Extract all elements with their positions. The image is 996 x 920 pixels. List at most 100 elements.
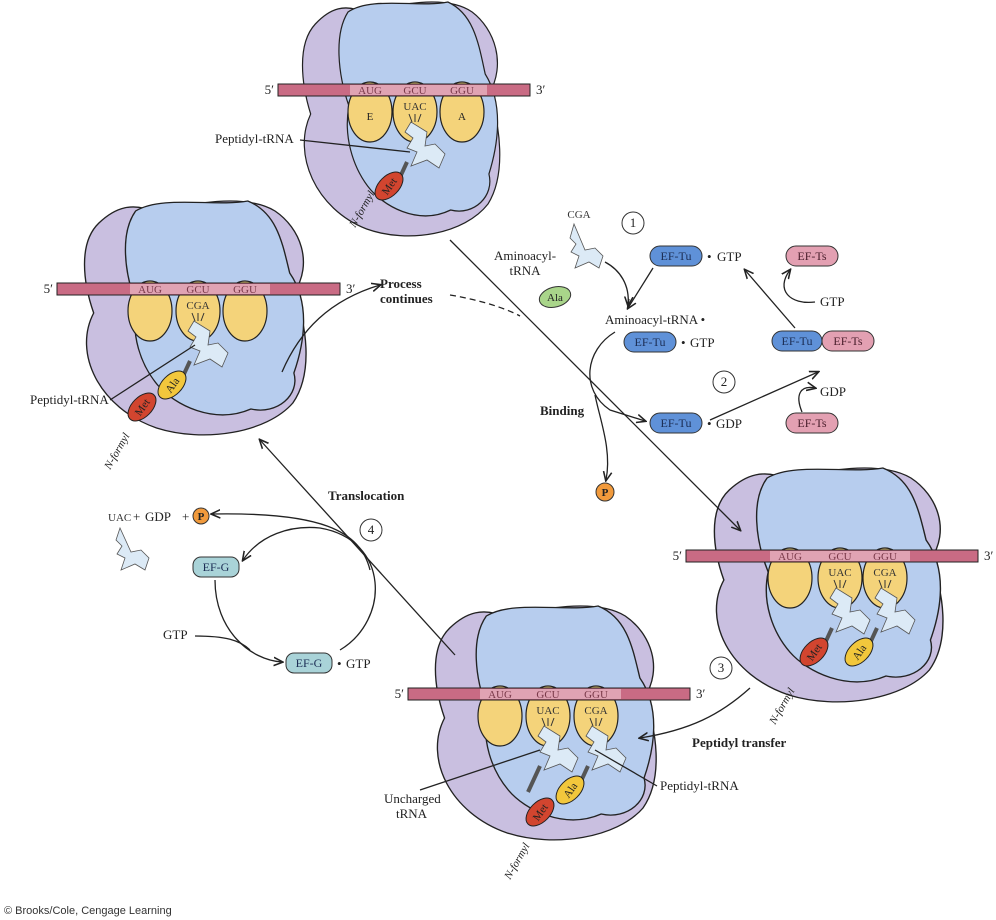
svg-text:GDP: GDP — [145, 509, 171, 524]
step-2-badge: 2 — [712, 370, 736, 394]
three-prime-label: 3′ — [984, 548, 994, 563]
svg-text:4: 4 — [368, 522, 375, 537]
svg-text:1: 1 — [630, 215, 637, 230]
svg-text:Aminoacyl-tRNA •: Aminoacyl-tRNA • — [605, 312, 705, 327]
codon: AUG — [138, 284, 162, 296]
amino-acid-ala — [157, 370, 187, 400]
svg-text:Aminoacyl-tRNA: Aminoacyl-tRNA — [494, 248, 556, 278]
svg-text:3: 3 — [718, 660, 725, 675]
codon: AUG — [488, 689, 512, 701]
gtp-in: GTP — [820, 294, 845, 309]
three-prime-label: 3′ — [696, 686, 706, 701]
mrna-codon-region — [130, 284, 270, 294]
svg-text:EF-Tu: EF-Tu — [635, 335, 666, 349]
copyright: © Brooks/Cole, Cengage Learning — [4, 905, 172, 917]
top-label-leader — [299, 139, 411, 153]
ef-tu-gdp: EF-Tu • GDP — [649, 412, 742, 434]
translocation-products: UAC + GDP + P — [108, 507, 210, 571]
codon: GGU — [450, 85, 474, 97]
svg-text:+: + — [133, 509, 140, 524]
n-formyl-label: N-formyl — [102, 431, 133, 472]
site-label: E — [367, 111, 374, 123]
ribosome-site — [127, 280, 173, 342]
ef-ts-incoming: EF-Ts — [785, 412, 839, 434]
site-label: A — [458, 111, 466, 123]
five-prime-label: 5′ — [673, 548, 683, 563]
anticodon: CGA — [873, 567, 896, 579]
process-continues-dash — [449, 294, 521, 317]
binding-label: Binding — [540, 403, 585, 418]
step-3-badge: 3 — [709, 656, 733, 680]
five-prime-label: 5′ — [395, 686, 405, 701]
left-label-leader — [109, 344, 196, 401]
svg-text:•: • — [707, 416, 712, 431]
svg-text:CGA: CGA — [567, 209, 590, 221]
n-formyl-label: N-formyl — [502, 841, 533, 882]
ternary-complex: Aminoacyl-tRNA • EF-Tu • GTP — [605, 312, 715, 353]
svg-text:P: P — [602, 487, 609, 499]
svg-text:EF-Tu: EF-Tu — [782, 334, 813, 348]
svg-text:EF-G: EF-G — [296, 656, 323, 670]
amino-acid-ala — [555, 775, 585, 805]
bottom-peptidyl-leader — [594, 749, 658, 787]
translocation-arrow — [260, 440, 456, 656]
amino-acid-ala — [844, 637, 874, 667]
ribosome-site — [222, 280, 268, 342]
three-prime-label: 3′ — [346, 281, 356, 296]
gtp-ef-g-in: GTP — [163, 627, 188, 642]
ef-ts-released: EF-Ts — [785, 245, 839, 267]
svg-text:+: + — [182, 509, 189, 524]
anticodon: UAC — [403, 101, 426, 113]
arrow-ef-ts-out — [784, 270, 816, 304]
aminoacyl-trna: CGA Ala Aminoacyl-tRNA — [494, 209, 604, 309]
peptidyl-transfer-arrow — [640, 687, 751, 738]
svg-text:P: P — [198, 511, 205, 523]
process-continues-arrow — [281, 285, 380, 373]
codon: GCU — [828, 551, 851, 563]
amino-acid-met — [127, 392, 157, 422]
anticodon: UAC — [536, 705, 559, 717]
step-1-badge: 1 — [621, 211, 645, 235]
svg-text:EF-Tu: EF-Tu — [661, 249, 692, 263]
svg-text:•: • — [707, 249, 712, 264]
svg-text:GTP: GTP — [690, 335, 715, 350]
svg-text:EF-Ts: EF-Ts — [833, 334, 862, 348]
bottom-uncharged-leader — [419, 749, 541, 791]
svg-text:•: • — [337, 656, 342, 671]
ribosome-site — [347, 81, 393, 143]
svg-text:2: 2 — [721, 374, 728, 389]
arrow-trna-to-complex — [604, 261, 628, 305]
amino-acid-met — [799, 637, 829, 667]
ef-g: EF-G — [192, 556, 240, 578]
svg-text:EF-Ts: EF-Ts — [797, 416, 826, 430]
anticodon: CGA — [186, 300, 209, 312]
svg-text:EF-Tu: EF-Tu — [661, 416, 692, 430]
mrna-codon-region — [480, 689, 621, 699]
codon: GCU — [536, 689, 559, 701]
amino-acid-met — [374, 171, 404, 201]
svg-text:GTP: GTP — [717, 249, 742, 264]
phosphate-released: P — [595, 482, 615, 502]
binding-arrow — [449, 239, 740, 530]
anticodon: UAC — [828, 567, 851, 579]
trna: UAC — [526, 705, 579, 793]
svg-text:GTP: GTP — [346, 656, 371, 671]
peptidyl-transfer-label: Peptidyl transfer — [692, 735, 786, 750]
ribosome-site — [767, 547, 813, 609]
process-continues-label-1: Process — [380, 276, 422, 291]
mrna-codon-region — [770, 551, 910, 561]
codon: AUG — [778, 551, 802, 563]
ef-tu-ef-ts-complex: EF-Tu EF-Ts — [771, 330, 875, 352]
five-prime-label: 5′ — [44, 281, 54, 296]
top-peptidyl-label: Peptidyl-tRNA — [215, 131, 294, 146]
